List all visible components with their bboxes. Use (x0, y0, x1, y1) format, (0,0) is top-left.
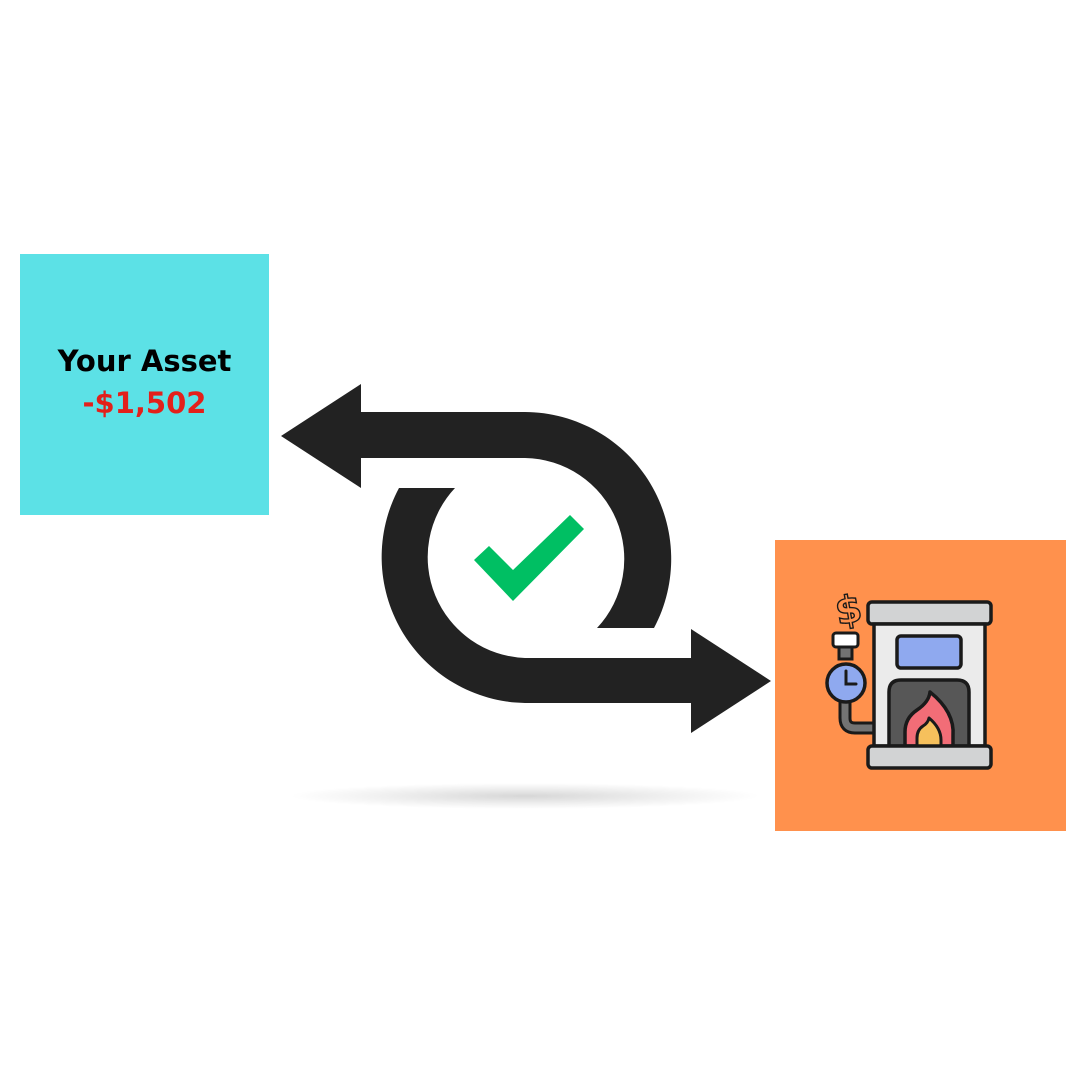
heater-display (895, 634, 963, 670)
lower-arrow (381, 488, 691, 703)
gas-heater-icon: $ (825, 585, 993, 770)
floor-shadow (290, 783, 760, 809)
heater-base (866, 744, 993, 770)
left-arrowhead (281, 384, 361, 488)
checkmark-icon (474, 515, 584, 601)
asset-card: Your Asset -$1,502 (20, 254, 269, 515)
heater-card: $ (775, 540, 1066, 831)
asset-value: -$1,502 (82, 385, 207, 420)
swap-arrows-icon (281, 384, 771, 733)
heater-top (866, 600, 993, 626)
valve-cap (831, 631, 860, 649)
upper-arrow (361, 412, 672, 628)
right-arrowhead (691, 629, 771, 733)
asset-title: Your Asset (57, 343, 232, 378)
dollar-icon: $ (832, 586, 866, 634)
